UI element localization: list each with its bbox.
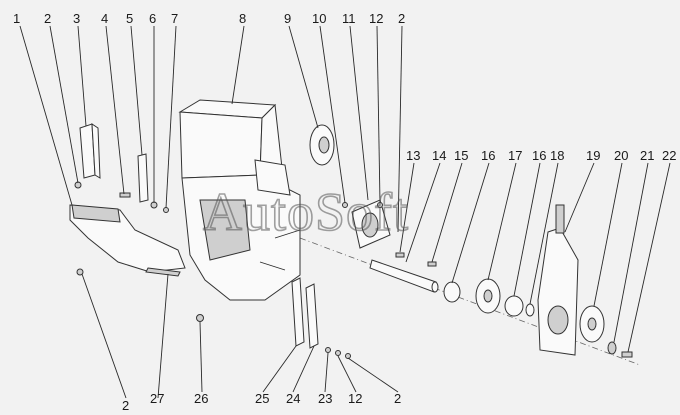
part-19-tensioner-plate — [537, 204, 579, 356]
part-17-sprocket — [475, 278, 501, 314]
part-22-bolt — [621, 351, 633, 358]
callout-10: 10 — [312, 11, 326, 26]
part-12-washer-bottom — [335, 350, 341, 356]
part-2-nut-bottom — [76, 268, 84, 276]
callout-3: 3 — [73, 11, 80, 26]
part-18-washer — [525, 303, 535, 317]
callout-7: 7 — [171, 11, 178, 26]
callout-17: 17 — [508, 148, 522, 163]
part-15-key — [427, 261, 437, 267]
callout-14: 14 — [432, 148, 446, 163]
part-1-shield — [69, 204, 186, 273]
callout-16-b: 16 — [532, 148, 546, 163]
part-8-housing — [178, 99, 301, 301]
part-11-flange-bearing — [351, 199, 391, 249]
callout-labels: 1 2 3 4 5 6 7 8 9 10 11 12 2 13 14 15 16… — [13, 11, 676, 413]
callout-2-top-right: 2 — [398, 11, 405, 26]
callout-16: 16 — [481, 148, 495, 163]
callout-5: 5 — [126, 11, 133, 26]
part-24-strip — [305, 283, 319, 349]
callout-2: 2 — [44, 11, 51, 26]
callout-20: 20 — [614, 148, 628, 163]
part-25-strip — [291, 277, 305, 347]
part-3-u-bracket — [79, 123, 101, 179]
part-27-strip — [145, 267, 181, 277]
watermark-text: AutoSoft — [203, 182, 409, 242]
callout-15: 15 — [454, 148, 468, 163]
part-26-bolt — [196, 314, 204, 322]
callout-2-bottom-left: 2 — [122, 398, 129, 413]
callout-25: 25 — [255, 391, 269, 406]
part-13-key — [395, 252, 405, 258]
part-20-sprocket — [579, 305, 605, 343]
callout-11: 11 — [342, 11, 356, 26]
callout-22: 22 — [662, 148, 676, 163]
callout-26: 26 — [194, 391, 208, 406]
part-21-washer — [607, 341, 617, 355]
callout-12: 12 — [369, 11, 383, 26]
callout-21: 21 — [640, 148, 654, 163]
callout-13: 13 — [406, 148, 420, 163]
part-16-bushing-b — [504, 295, 524, 317]
part-4-bolt — [119, 192, 131, 198]
part-2-nut-bottom-right — [345, 353, 351, 359]
part-23-bolt — [325, 347, 331, 353]
part-9-wheel — [309, 124, 335, 166]
callout-27: 27 — [150, 391, 164, 406]
callout-19: 19 — [586, 148, 600, 163]
callout-6: 6 — [149, 11, 156, 26]
callout-12-bottom: 12 — [348, 391, 362, 406]
parts-drawing — [19, 25, 671, 399]
callout-24: 24 — [286, 391, 300, 406]
callout-4: 4 — [101, 11, 108, 26]
leader-lines — [19, 25, 671, 399]
part-7-nut — [163, 207, 169, 213]
callout-8: 8 — [239, 11, 246, 26]
callout-18: 18 — [550, 148, 564, 163]
part-16-bushing-a — [443, 281, 461, 303]
part-14-shaft — [369, 259, 439, 293]
assembly-axis-line — [299, 237, 641, 366]
callout-9: 9 — [284, 11, 291, 26]
callout-1: 1 — [13, 11, 20, 26]
callout-23: 23 — [318, 391, 332, 406]
part-5-clip — [137, 153, 149, 203]
callout-2-bottom-right: 2 — [394, 391, 401, 406]
